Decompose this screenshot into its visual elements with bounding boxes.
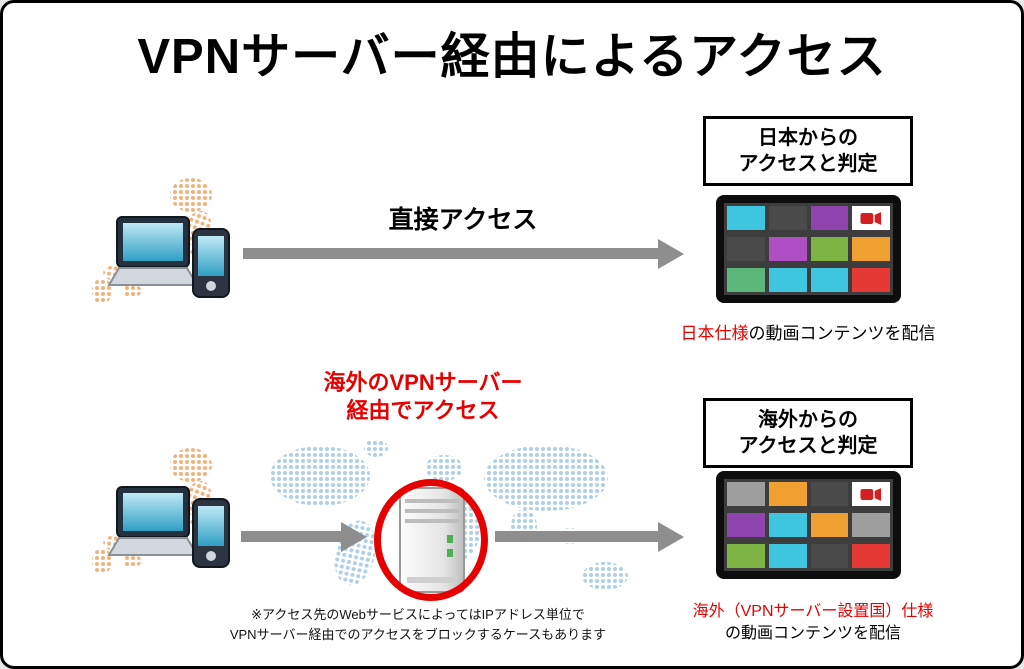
video-tile-row (727, 237, 890, 261)
video-tile (768, 206, 807, 230)
video-tile (768, 482, 807, 506)
caption-japan-rest: の動画コンテンツを配信 (748, 324, 936, 343)
verdict-japan-line1: 日本からの (758, 127, 858, 149)
video-tile (852, 544, 890, 568)
movie-camera-icon (860, 487, 882, 501)
video-tile (810, 544, 849, 568)
verdict-japan-line2: アクセスと判定 (738, 153, 878, 175)
video-tile (727, 482, 765, 506)
video-tile (810, 513, 849, 537)
verdict-box-japan: 日本からの アクセスと判定 (703, 116, 913, 186)
video-tile (768, 513, 807, 537)
user-devices-bottom (107, 486, 230, 568)
to-vpn-arrow (241, 531, 341, 542)
video-tile-row (727, 206, 890, 230)
video-tile (727, 237, 765, 261)
video-tile (852, 513, 890, 537)
from-vpn-arrow (495, 531, 658, 542)
video-service-thumbnail-overseas (716, 471, 901, 579)
video-tile-grid-japan (724, 203, 893, 295)
video-tile (768, 237, 807, 261)
caption-overseas-rest: の動画コンテンツを配信 (724, 624, 901, 642)
user-devices-top (107, 216, 230, 298)
direct-access-arrow (243, 248, 658, 259)
video-tile (810, 237, 849, 261)
video-tile (810, 268, 849, 292)
direct-access-label: 直接アクセス (388, 206, 538, 234)
video-play-tile (852, 482, 890, 506)
vpn-block-footnote: ※アクセス先のWebサービスによってはIPアドレス単位で VPNサーバー経由での… (208, 605, 628, 645)
video-tile-grid-overseas (724, 479, 893, 571)
movie-camera-icon (860, 211, 882, 225)
verdict-overseas-line2: アクセスと判定 (738, 435, 878, 457)
verdict-overseas-line1: 海外からの (758, 409, 858, 431)
vpn-route-label-line2: 経由でアクセス (346, 397, 500, 423)
video-tile-row (727, 544, 890, 568)
video-tile (852, 268, 890, 292)
video-tile-row (727, 268, 890, 292)
from-vpn-arrowhead (658, 522, 684, 552)
video-tile (810, 482, 849, 506)
video-tile (727, 206, 765, 230)
video-tile (727, 544, 765, 568)
video-tile (727, 513, 765, 537)
video-tile-row (727, 513, 890, 537)
vpn-highlight-circle (374, 479, 488, 601)
video-tile (810, 206, 849, 230)
footnote-line2: VPNサーバー経由でのアクセスをブロックするケースもあります (229, 627, 607, 643)
video-tile (768, 268, 807, 292)
vpn-route-label: 海外のVPNサーバー 経由でアクセス (253, 369, 593, 424)
video-tile-row (727, 482, 890, 506)
video-tile (768, 544, 807, 568)
to-vpn-arrowhead (341, 522, 367, 552)
caption-japan: 日本仕様の動画コンテンツを配信 (658, 323, 958, 346)
video-tile (727, 268, 765, 292)
video-service-thumbnail-japan (716, 195, 901, 303)
vpn-route-label-line1: 海外のVPNサーバー (323, 370, 523, 395)
page-title: VPNサーバー経由によるアクセス (137, 30, 887, 84)
caption-overseas: 海外（VPNサーバー設置国）仕様 の動画コンテンツを配信 (643, 601, 983, 644)
verdict-box-overseas: 海外からの アクセスと判定 (703, 398, 913, 468)
caption-japan-highlight: 日本仕様 (680, 324, 749, 343)
caption-overseas-highlight: 海外（VPNサーバー設置国）仕様 (692, 603, 934, 620)
footnote-line1: ※アクセス先のWebサービスによってはIPアドレス単位で (251, 607, 585, 622)
video-play-tile (852, 206, 890, 230)
direct-access-arrowhead (658, 239, 684, 269)
video-tile (852, 237, 890, 261)
